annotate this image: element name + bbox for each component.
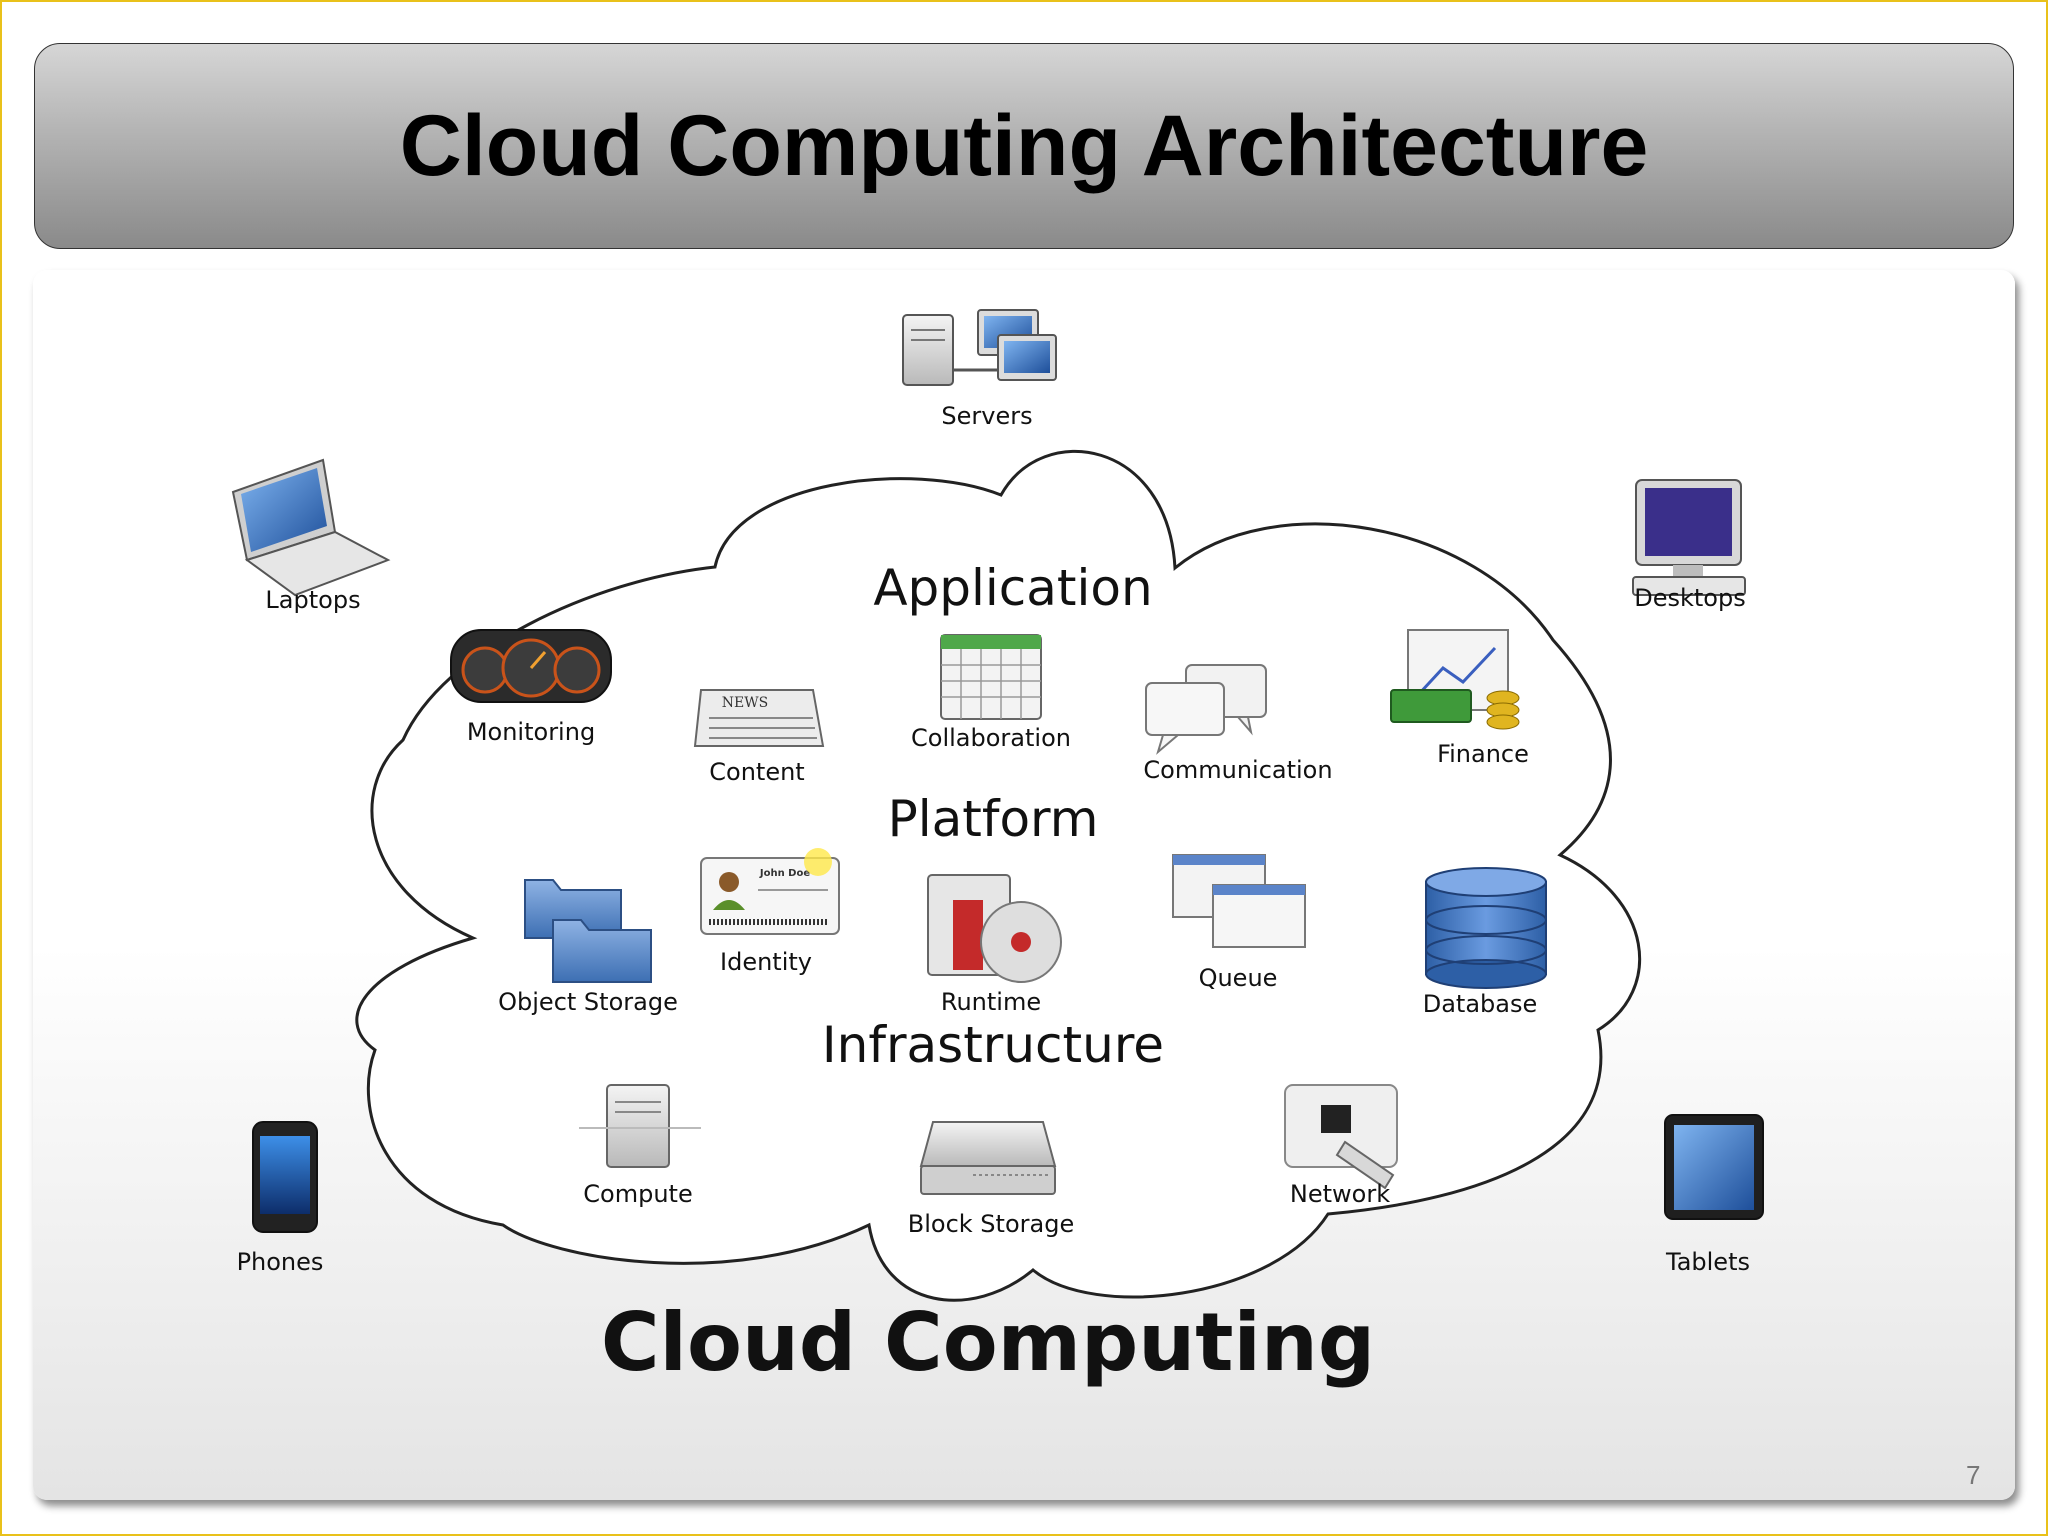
collaboration-label: Collaboration [911, 724, 1071, 752]
platform-layer-heading: Platform [888, 790, 1099, 848]
content-label: Content [709, 758, 804, 786]
communication-label: Communication [1143, 756, 1332, 784]
calendar-icon [940, 634, 1042, 720]
servers-label: Servers [941, 402, 1032, 430]
compute-tower-icon [579, 1084, 701, 1168]
chat-bubbles-icon [1145, 664, 1267, 755]
phone-icon [252, 1121, 318, 1233]
compute-label: Compute [583, 1180, 692, 1208]
block-storage-label: Block Storage [908, 1210, 1074, 1238]
hard-drive-icon [919, 1121, 1057, 1195]
monitoring-label: Monitoring [467, 718, 595, 746]
servers-icon [902, 309, 1057, 386]
id-card-name: John Doe [759, 868, 810, 879]
phones-label: Phones [237, 1248, 324, 1276]
database-icon [1425, 867, 1547, 989]
newspaper-masthead: NEWS [722, 695, 768, 711]
infrastructure-layer-heading: Infrastructure [822, 1016, 1164, 1074]
laptops-label: Laptops [265, 586, 360, 614]
application-layer-heading: Application [873, 559, 1152, 617]
desktops-label: Desktops [1634, 584, 1745, 612]
laptop-icon [231, 458, 391, 597]
desktop-icon [1632, 479, 1746, 596]
database-label: Database [1423, 990, 1538, 1018]
tablet-icon [1664, 1114, 1764, 1220]
runtime-disc-icon [927, 874, 1062, 983]
network-label: Network [1290, 1180, 1390, 1208]
newspaper-icon: NEWS [693, 689, 825, 747]
title-bar: Cloud Computing Architecture [34, 43, 2014, 249]
queue-label: Queue [1199, 964, 1278, 992]
runtime-label: Runtime [941, 988, 1041, 1016]
identity-label: Identity [720, 948, 812, 976]
cloud-diagram: Servers Laptops Desktops Phones Tablets … [231, 309, 1764, 1389]
network-port-icon [1284, 1084, 1398, 1190]
id-card-icon: John Doe [700, 848, 840, 935]
diagram-caption: Cloud Computing [601, 1296, 1375, 1389]
monitoring-gauge-icon [450, 629, 612, 703]
folders-icon [524, 879, 652, 983]
slide-title: Cloud Computing Architecture [399, 97, 1649, 194]
queue-windows-icon [1172, 854, 1306, 948]
finance-label: Finance [1437, 740, 1529, 768]
object-storage-label: Object Storage [498, 988, 678, 1016]
tablets-label: Tablets [1665, 1248, 1750, 1276]
content-panel: Servers Laptops Desktops Phones Tablets … [33, 270, 2015, 1500]
finance-chart-money-icon [1390, 629, 1520, 730]
page-number: 7 [1966, 1460, 1981, 1490]
